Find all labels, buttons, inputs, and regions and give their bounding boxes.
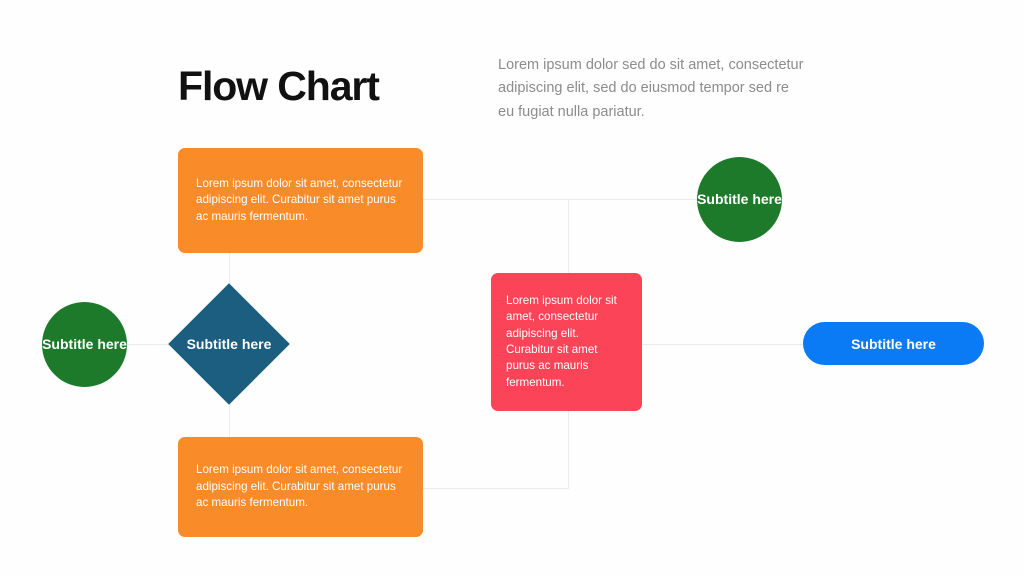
node-blue-pill[interactable]: Subtitle here — [803, 322, 984, 365]
node-bottom-orange-box-label: Lorem ipsum dolor sit amet, consectetur … — [196, 463, 403, 510]
node-blue-pill-label: Subtitle here — [851, 335, 936, 352]
node-diamond-label: Subtitle here — [186, 335, 272, 352]
node-left-green-circle-label: Subtitle here — [42, 336, 127, 353]
node-right-green-circle-label: Subtitle here — [697, 191, 782, 208]
node-bottom-orange-box[interactable]: Lorem ipsum dolor sit amet, consectetur … — [178, 437, 423, 537]
node-right-green-circle[interactable]: Subtitle here — [697, 157, 782, 242]
node-top-orange-box[interactable]: Lorem ipsum dolor sit amet, consectetur … — [178, 148, 423, 253]
connector-pink-box-to-bottom-path — [568, 411, 569, 489]
node-left-green-circle[interactable]: Subtitle here — [42, 302, 127, 387]
node-top-orange-box-label: Lorem ipsum dolor sit amet, consectetur … — [196, 176, 403, 223]
connector-top-box-to-right-circle — [423, 199, 699, 200]
connector-diamond-to-bottom-box — [229, 385, 230, 437]
connector-bottom-path-to-bottom-box — [423, 488, 569, 489]
node-pink-box[interactable]: Lorem ipsum dolor sit amet, consectetur … — [491, 273, 642, 411]
connector-pink-box-to-pill — [642, 344, 804, 345]
connector-branch-down-to-pink-box — [568, 199, 569, 274]
intro-paragraph: Lorem ipsum dolor sed do sit amet, conse… — [498, 57, 804, 120]
node-diamond-label-wrap: Subtitle here — [186, 301, 272, 387]
connector-left-circle-to-diamond — [127, 344, 189, 345]
page-title: Flow Chart — [178, 63, 380, 109]
connector-top-box-to-diamond — [229, 253, 230, 303]
node-pink-box-label: Lorem ipsum dolor sit amet, consectetur … — [506, 293, 617, 389]
